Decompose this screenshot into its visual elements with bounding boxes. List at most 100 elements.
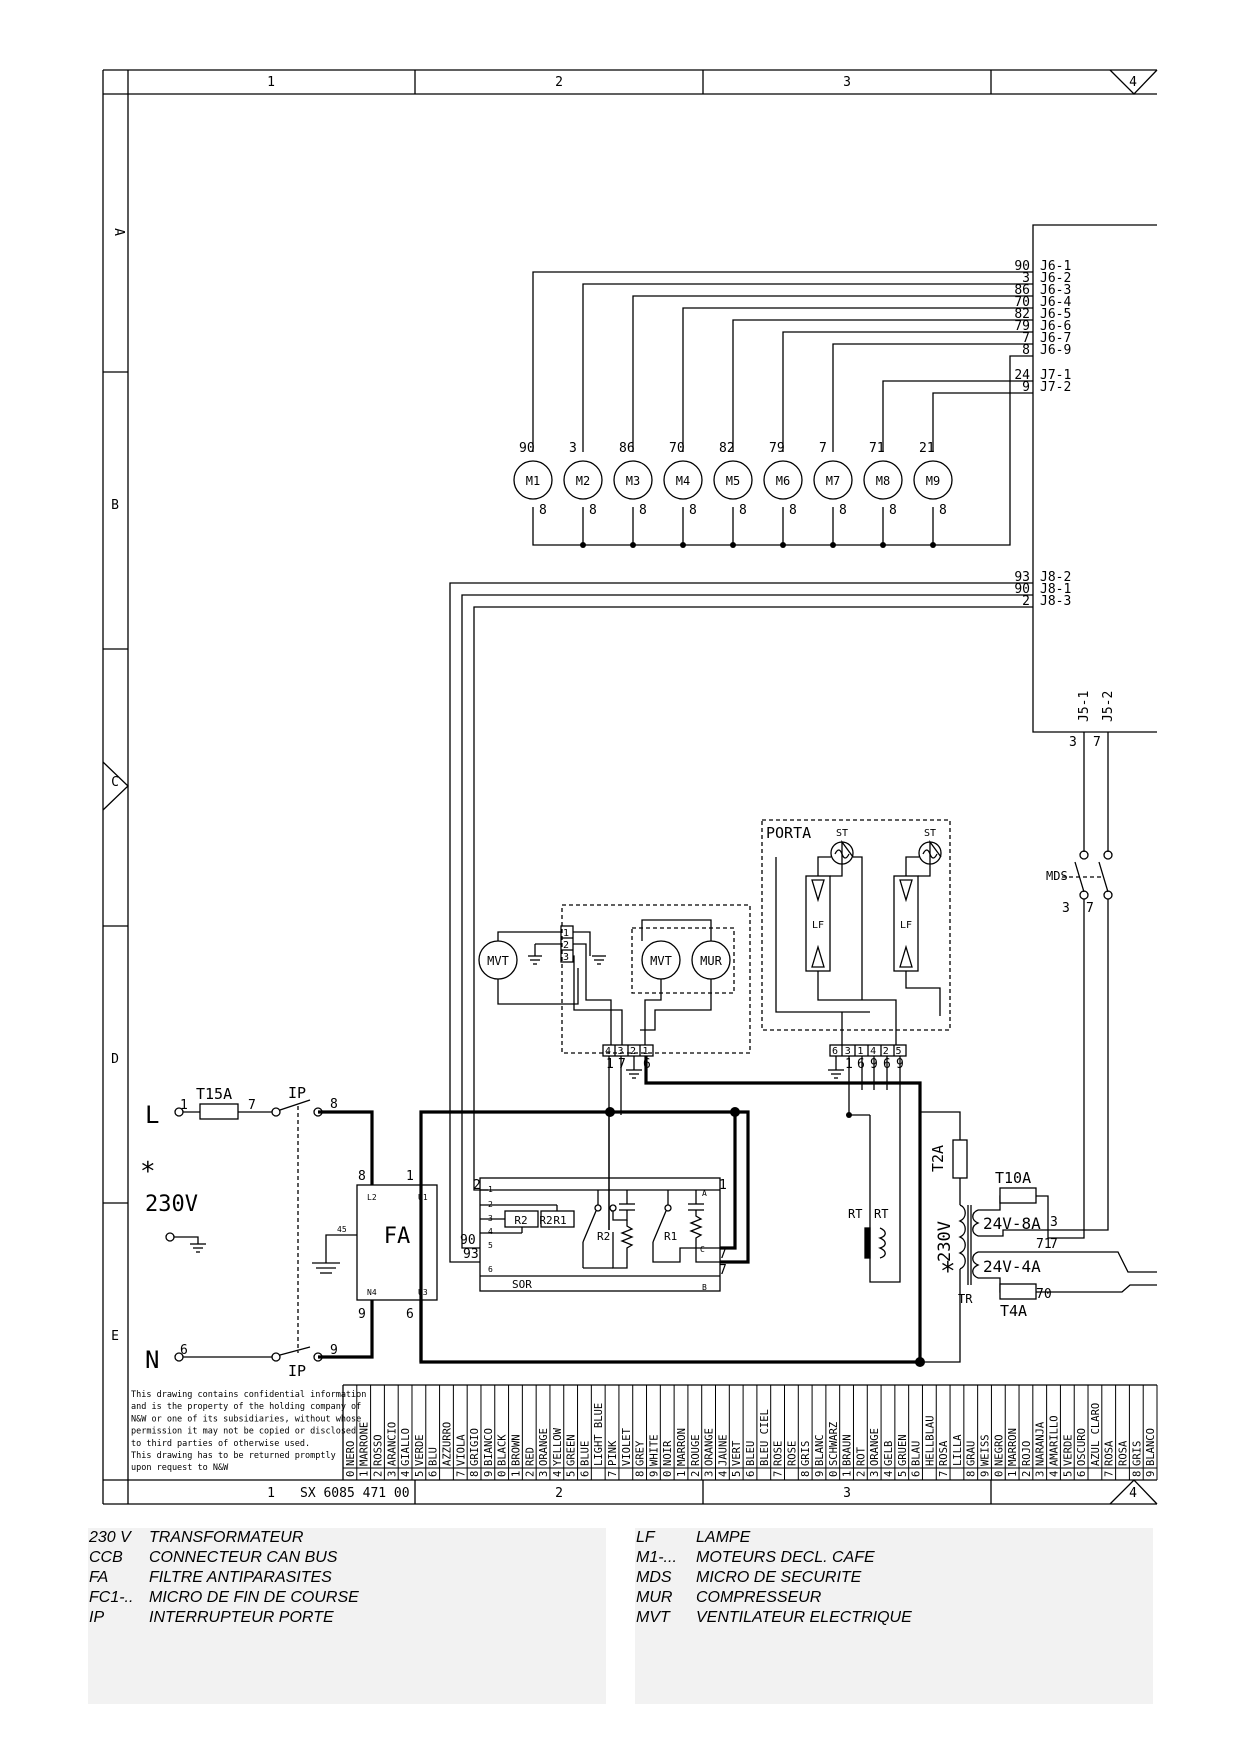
colour-number: 3	[386, 1471, 398, 1477]
sor-pin: 3	[488, 1214, 493, 1223]
sor-board	[479, 1177, 721, 1292]
colour-name: BLEU CIEL	[759, 1409, 771, 1466]
wire-number: 8	[589, 503, 597, 518]
wire-number: 71	[1036, 1237, 1052, 1252]
r2-label: R2	[514, 1214, 527, 1227]
colour-number: 2	[690, 1471, 702, 1477]
colour-number: 0	[993, 1471, 1005, 1477]
mvt-label: MVT	[487, 954, 509, 968]
colour-name: BROWN	[510, 1434, 522, 1466]
row-label: A	[111, 228, 126, 236]
colour-number: 9	[814, 1471, 826, 1477]
colour-number: 3	[538, 1471, 550, 1477]
legend-code: MDS	[636, 1569, 672, 1586]
wire-number: 93	[463, 1247, 479, 1262]
colour-number: 0	[345, 1471, 357, 1477]
r2-label: R2	[539, 1214, 552, 1227]
motor-m9	[913, 460, 953, 500]
legend-text: MICRO DE FIN DE COURSE	[149, 1589, 359, 1606]
wire-number: 7	[1050, 1237, 1058, 1252]
sor-terminal: C	[700, 1245, 705, 1254]
legend-code: 230 V	[89, 1529, 131, 1546]
legend-text: MICRO DE SECURITE	[696, 1569, 862, 1586]
terminal-pin: 2	[563, 940, 569, 951]
motor-m6	[763, 460, 803, 500]
colour-name: GIALLO	[400, 1428, 412, 1466]
legend-row: M1-...MOTEURS DECL. CAFE	[635, 1548, 1153, 1568]
wire-number: 9	[1022, 380, 1030, 395]
wire-number: 3	[569, 441, 577, 456]
wire-number: 86	[619, 441, 635, 456]
colour-name: AZUL CLARO	[1090, 1403, 1102, 1466]
colour-name: NERO	[345, 1441, 357, 1466]
colour-name: GRAU	[966, 1441, 978, 1466]
terminal-pin: 3	[563, 952, 569, 963]
connector-pin: J7-2	[1040, 380, 1071, 395]
t15a-label: T15A	[196, 1085, 232, 1103]
wire-number: 79	[769, 441, 785, 456]
terminal-pin: 3	[845, 1046, 851, 1057]
connector-pin: J6-6	[1040, 319, 1071, 334]
porta-terminal	[828, 1044, 907, 1115]
st-label: ST	[836, 828, 848, 839]
wire-number: 70	[1036, 1287, 1052, 1302]
legend-row: FC1-.. MICRO DE FIN DE COURSE	[88, 1588, 606, 1608]
wire-number: 3	[1022, 271, 1030, 286]
sor-pin: 2	[488, 1200, 493, 1209]
row-label: C	[111, 775, 119, 790]
wire-number: 70	[669, 441, 685, 456]
wire-number: 6	[180, 1343, 188, 1358]
primary-voltage: 230V	[935, 1221, 955, 1262]
wire-number: 7	[819, 441, 827, 456]
terminal-pin: 4	[605, 1046, 611, 1057]
st-label: ST	[924, 828, 936, 839]
colour-name: GELB	[883, 1441, 895, 1466]
transformer	[920, 1111, 1157, 1363]
connector-pin: J6-2	[1040, 271, 1071, 286]
wire-number: 6	[406, 1307, 414, 1322]
t10a-label: T10A	[995, 1169, 1031, 1187]
colour-name: BLANCO	[1145, 1428, 1157, 1466]
colour-name: GREEN	[566, 1434, 578, 1466]
colour-number: 1	[510, 1471, 522, 1477]
motor-m7	[813, 460, 853, 500]
colour-name: MARRON	[676, 1428, 688, 1466]
rt-label: RT	[874, 1207, 888, 1221]
tr-label: TR	[958, 1292, 973, 1306]
legend-code: FC1-..	[89, 1589, 134, 1606]
legend-text: COMPRESSEUR	[696, 1589, 822, 1606]
wire-number: 1	[606, 1057, 614, 1072]
wire-number: 90	[519, 441, 535, 456]
legend-text: VENTILATEUR ELECTRIQUE	[696, 1609, 912, 1626]
colour-number: 4	[1049, 1471, 1061, 1477]
colour-number: 2	[855, 1471, 867, 1477]
wire-number: 70	[1014, 295, 1030, 310]
sor-pin: 6	[488, 1265, 493, 1274]
colour-name: NOIR	[662, 1440, 674, 1466]
colour-number: 4	[552, 1471, 564, 1477]
colour-number: 7	[938, 1471, 950, 1477]
motor-wires	[532, 271, 1033, 546]
connector-pin: J6-5	[1040, 307, 1071, 322]
wire-number: 9	[896, 1057, 904, 1072]
motor-m3	[613, 460, 653, 500]
colour-number: 8	[1131, 1471, 1143, 1477]
sor-label: SOR	[512, 1278, 532, 1291]
wire-number: 8	[839, 503, 847, 518]
wire-number: 8	[539, 503, 547, 518]
legend-code: IP	[89, 1609, 105, 1626]
sor-pin: 5	[488, 1241, 493, 1250]
line-label: L	[145, 1101, 159, 1129]
colour-number: 7	[773, 1471, 785, 1477]
terminal-pin: 1	[563, 928, 569, 939]
wire-number: 93	[1014, 570, 1030, 585]
wire-number: 8	[939, 503, 947, 518]
motor-label: M4	[676, 474, 690, 488]
colour-name: AMARILLO	[1049, 1415, 1061, 1466]
motor-label: M2	[576, 474, 590, 488]
colour-name: LIGHT BLUE	[593, 1403, 605, 1466]
